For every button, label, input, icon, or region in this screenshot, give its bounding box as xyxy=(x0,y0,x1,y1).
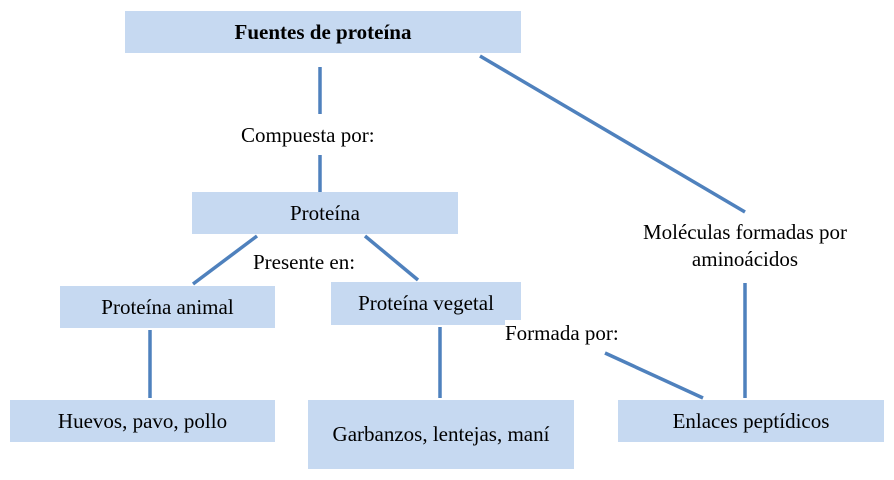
title-node: Fuentes de proteína xyxy=(125,11,521,53)
node-proteina-animal-text: Proteína animal xyxy=(101,294,234,319)
connector-title-to-moleculas xyxy=(479,54,746,214)
label-moleculas-text: Moléculas formadas por aminoácidos xyxy=(642,220,848,272)
node-huevos: Huevos, pavo, pollo xyxy=(10,400,275,442)
label-presente-en: Presente en: xyxy=(253,249,356,277)
node-proteina-text: Proteína xyxy=(290,200,360,225)
node-huevos-text: Huevos, pavo, pollo xyxy=(57,408,228,433)
label-presente-en-text: Presente en: xyxy=(253,250,356,274)
label-compuesta-por: Compuesta por: xyxy=(241,122,375,150)
node-garbanzos: Garbanzos, lentejas, maní xyxy=(308,400,574,469)
connector-formada-to-enlaces xyxy=(604,351,704,400)
label-formada-por-text: Formada por: xyxy=(505,321,619,345)
node-proteina-animal: Proteína animal xyxy=(60,286,275,328)
label-formada-por: Formada por: xyxy=(505,320,619,348)
label-compuesta-por-text: Compuesta por: xyxy=(241,123,375,147)
label-moleculas: Moléculas formadas por aminoácidos xyxy=(630,219,860,274)
title-text: Fuentes de proteína xyxy=(234,19,412,44)
node-enlaces-text: Enlaces peptídicos xyxy=(672,408,830,433)
connector-proteina-to-animal xyxy=(191,234,259,286)
node-proteina-vegetal: Proteína vegetal xyxy=(331,282,521,325)
node-proteina-vegetal-text: Proteína vegetal xyxy=(358,291,494,316)
node-garbanzos-text: Garbanzos, lentejas, maní xyxy=(332,422,550,447)
connector-proteina-to-vegetal xyxy=(363,234,420,282)
node-proteina: Proteína xyxy=(192,192,458,234)
node-enlaces: Enlaces peptídicos xyxy=(618,400,884,442)
